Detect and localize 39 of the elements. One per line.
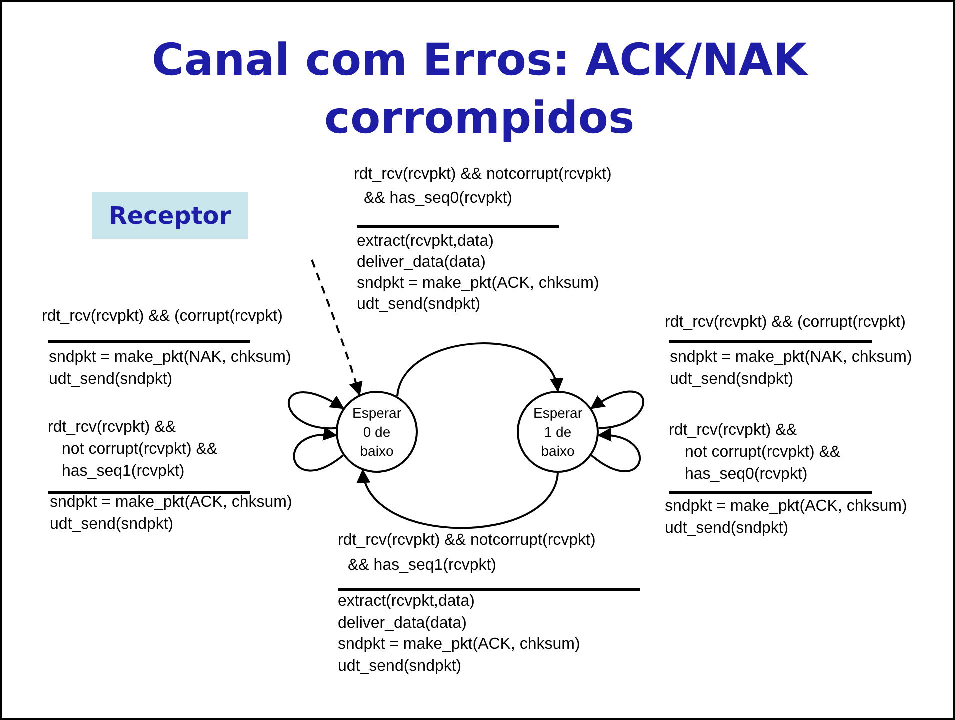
transition-text: rdt_rcv(rcvpkt) && (corrupt(rcvpkt) [665, 313, 906, 333]
state-label: Esperar 1 de baixo [532, 404, 584, 460]
state-label: Esperar 0 de baixo [351, 404, 403, 460]
transition-text: not corrupt(rcvpkt) && [62, 440, 218, 460]
transition-text: sndpkt = make_pkt(NAK, chksum) [670, 348, 912, 368]
transition-text: rdt_rcv(rcvpkt) && notcorrupt(rcvpkt) [354, 165, 612, 185]
title: Canal com Erros: ACK/NAK corrompidos [150, 34, 810, 146]
transition-arrow [396, 342, 562, 397]
transition-text: rdt_rcv(rcvpkt) && [48, 418, 176, 438]
transition-arrow [359, 469, 559, 530]
transition-text: extract(rcvpkt,data) [357, 232, 494, 252]
role-label: Receptor [92, 192, 248, 239]
transition-text: sndpkt = make_pkt(ACK, chksum) [665, 497, 908, 517]
transition-text: && has_seq0(rcvpkt) [364, 189, 513, 209]
transition-text: rdt_rcv(rcvpkt) && (corrupt(rcvpkt) [42, 307, 283, 327]
transition-text: && has_seq1(rcvpkt) [348, 556, 497, 576]
transition-text: udt_send(sndpkt) [338, 657, 462, 677]
transition-arrow [591, 429, 641, 472]
transition-text: not corrupt(rcvpkt) && [685, 443, 841, 463]
transition-text: udt_send(sndpkt) [49, 370, 173, 390]
transition-text: sndpkt = make_pkt(ACK, chksum) [338, 635, 580, 655]
transition-text: sndpkt = make_pkt(ACK, chksum) [50, 493, 292, 513]
transition-text: udt_send(sndpkt) [670, 370, 794, 390]
transition-text: udt_send(sndpkt) [665, 519, 789, 539]
transition-arrow [590, 390, 644, 430]
transition-text: udt_send(sndpkt) [357, 295, 481, 315]
transition-text: rdt_rcv(rcvpkt) && notcorrupt(rcvpkt) [338, 531, 596, 551]
transition-text: rdt_rcv(rcvpkt) && [669, 421, 798, 441]
transition-text: udt_send(sndpkt) [50, 515, 174, 535]
transition-text: has_seq1(rcvpkt) [62, 462, 185, 482]
transition-text: sndpkt = make_pkt(NAK, chksum) [49, 348, 292, 368]
transition-arrow [293, 428, 344, 472]
transition-text: deliver_data(data) [357, 253, 486, 273]
dashed-arrow [311, 260, 363, 396]
transition-text: sndpkt = make_pkt(ACK, chksum) [357, 274, 600, 294]
transition-text: extract(rcvpkt,data) [338, 592, 475, 612]
transition-arrow [288, 392, 345, 430]
transition-text: has_seq0(rcvpkt) [685, 465, 808, 485]
transition-text: deliver_data(data) [338, 614, 467, 634]
